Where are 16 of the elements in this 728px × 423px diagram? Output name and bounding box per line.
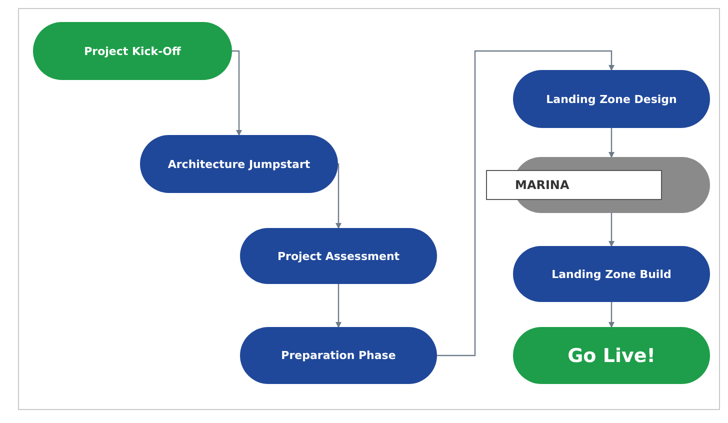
step-label: Landing Zone Design	[546, 92, 677, 106]
process-pill	[140, 135, 338, 193]
connector-arrow	[336, 284, 342, 328]
connector-arrow	[232, 50, 242, 136]
step-label: Architecture Jumpstart	[168, 158, 310, 170]
connector-arrow	[336, 163, 342, 229]
name-tag: MARINA	[486, 170, 662, 200]
step-label: Project Assessment	[277, 250, 400, 262]
connector-arrow	[608, 302, 614, 328]
step-label: Preparation Phase	[281, 349, 396, 362]
connector-arrow	[608, 213, 614, 247]
connector-arrow	[608, 128, 614, 158]
step-label: Project Kick-Off	[84, 44, 181, 58]
step-label: Landing Zone Build	[552, 268, 672, 280]
connector-arrow	[437, 50, 614, 356]
step-label: Go Live!	[568, 344, 656, 366]
